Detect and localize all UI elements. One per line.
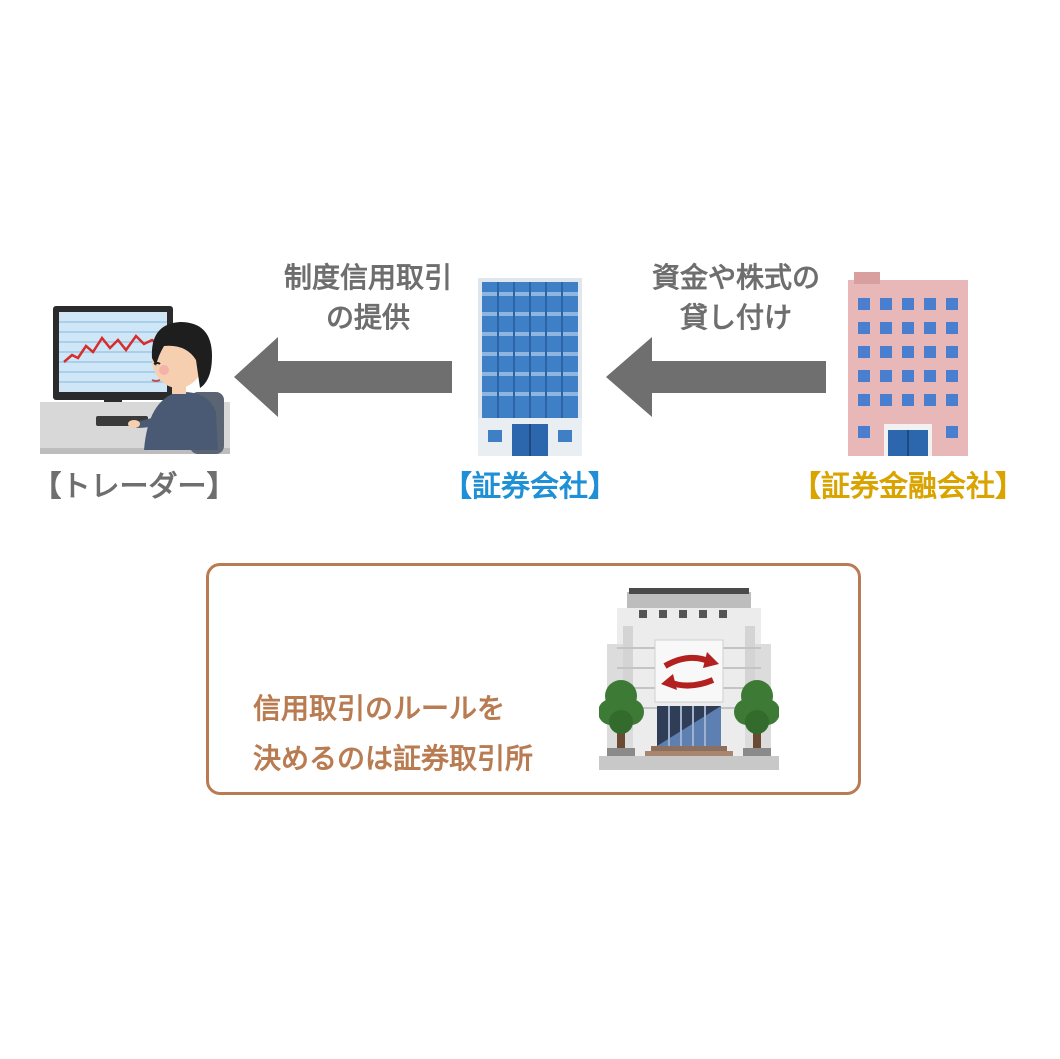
securities-company-label: 【証券会社】 <box>442 469 617 503</box>
securities-finance-company-label: 【証券金融会社】 <box>791 469 1024 503</box>
arrow-label-line1: 制度信用取引 <box>283 261 452 294</box>
arrow-to-trader <box>234 337 452 417</box>
arrow-to-securities-company <box>606 337 826 417</box>
trader-label: 【トレーダー】 <box>32 469 236 503</box>
office-building-blue-icon <box>478 278 582 456</box>
office-building-pink-icon <box>848 272 968 456</box>
stock-exchange-building-icon <box>599 588 779 770</box>
arrow-label-margin-trading: 制度信用取引 の提供 <box>268 258 468 338</box>
trader-at-computer-icon <box>40 306 230 454</box>
info-line2: 決めるのは証券取引所 <box>253 742 534 775</box>
arrow-label-line1: 資金や株式の <box>651 261 820 294</box>
info-line1: 信用取引のルールを <box>253 692 506 725</box>
arrow-label-line2: 貸し付け <box>679 301 792 334</box>
stock-exchange-info-box: 信用取引のルールを 決めるのは証券取引所 <box>206 563 861 795</box>
arrow-label-lending: 資金や株式の 貸し付け <box>636 258 836 338</box>
stock-exchange-info-text: 信用取引のルールを 決めるのは証券取引所 <box>253 684 533 784</box>
arrow-label-line2: の提供 <box>325 301 410 334</box>
